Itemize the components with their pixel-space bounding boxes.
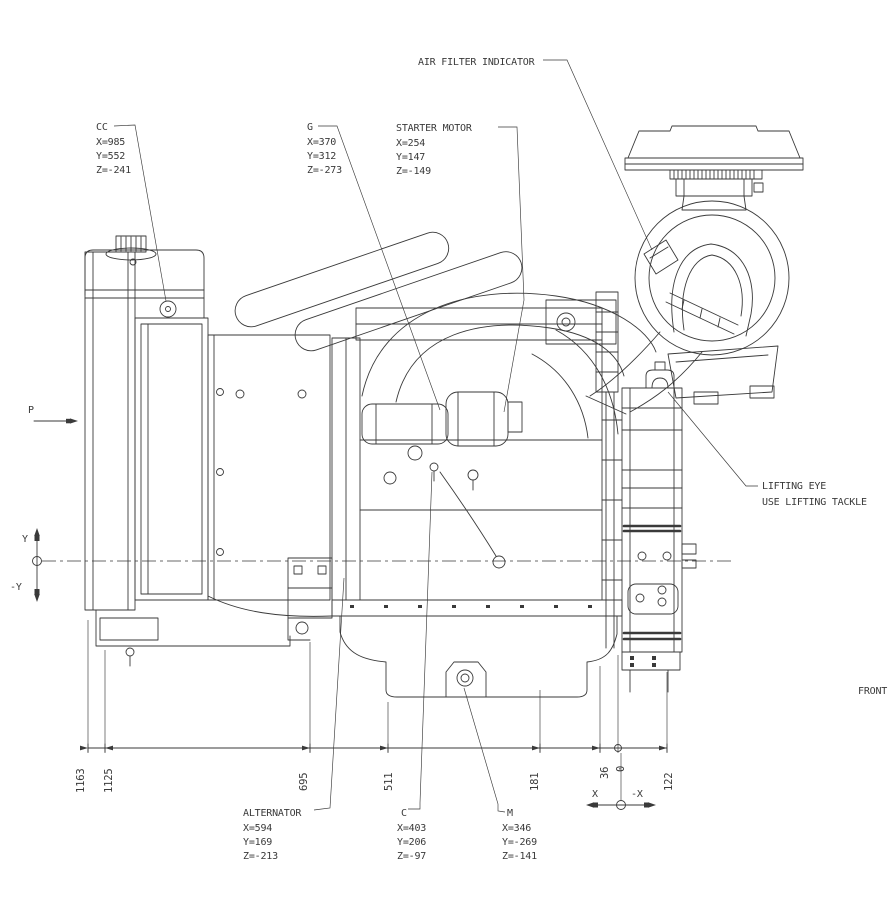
radiator-drawing [84, 235, 333, 667]
dim-36: 36 [599, 767, 611, 779]
dimension-system: 1163 1125 695 511 181 36 0 122 [75, 620, 675, 793]
c-point-label: C [401, 808, 407, 819]
dim-1125: 1125 [103, 769, 115, 794]
starter-leader [498, 126, 525, 413]
oil-cooler [361, 403, 449, 445]
g-label: G [307, 122, 313, 133]
g-leader [318, 125, 441, 411]
cc-y: Y=552 [96, 151, 125, 162]
cc-label: CC [96, 122, 108, 133]
starter-motor-y: Y=147 [396, 152, 425, 163]
m-point-x: X=346 [502, 823, 531, 834]
dipstick [439, 471, 497, 557]
c-point-z: Z=-97 [397, 851, 426, 862]
dim-511: 511 [383, 773, 395, 791]
alternator-leader [313, 577, 345, 811]
c-point-x: X=403 [397, 823, 426, 834]
y-axis-marker: Y -Y [10, 528, 42, 602]
c-point-y: Y=206 [397, 837, 426, 848]
y-negative-label: -Y [10, 582, 22, 593]
dim-181: 181 [529, 773, 541, 791]
rain-cap [627, 125, 801, 159]
air-filter-leader [543, 59, 653, 251]
oil-pan-drawing [331, 599, 623, 698]
g-x: X=370 [307, 137, 336, 148]
turbo-hoses-drawing [361, 291, 657, 439]
alternator-z: Z=-213 [243, 851, 278, 862]
m-point-y: Y=-269 [502, 837, 537, 848]
drain-boss [445, 661, 487, 698]
alternator-x: X=594 [243, 823, 272, 834]
m-leader [463, 687, 506, 813]
g-y: Y=312 [307, 151, 336, 162]
c-leader [408, 471, 433, 810]
cc-z: Z=-241 [96, 165, 131, 176]
cc-target-port [159, 300, 177, 318]
engine-block-drawing [234, 231, 603, 641]
lifting-eye-label-1: LIFTING EYE [762, 481, 826, 492]
dim-695: 695 [298, 773, 310, 791]
g-z: Z=-273 [307, 165, 342, 176]
lifting-eye-label-2: USE LIFTING TACKLE [762, 497, 867, 508]
cc-leader [113, 124, 167, 302]
dim-122: 122 [663, 773, 675, 791]
x-negative-label: -X [631, 789, 643, 800]
front-label: FRONT [858, 686, 887, 697]
alternator-y: Y=169 [243, 837, 272, 848]
lower-hose [207, 595, 333, 617]
exhaust-pipe-1 [234, 231, 450, 328]
alternator-label: ALTERNATOR [243, 808, 302, 819]
x-positive-label: X [592, 789, 598, 800]
m-point-label: M [507, 808, 513, 819]
y-positive-label: Y [22, 534, 28, 545]
callout-texts: AIR FILTER INDICATOR CC X=985 Y=552 Z=-2… [96, 57, 887, 862]
air-filter-canister [634, 200, 790, 356]
indicator-port [643, 239, 679, 275]
m-target-drain-plug [456, 669, 474, 687]
p-direction-marker: P [28, 405, 78, 424]
fan-shroud [207, 334, 331, 601]
c-target-port [429, 462, 439, 472]
air-filter-indicator-label: AIR FILTER INDICATOR [418, 57, 536, 68]
leader-lines [113, 59, 758, 813]
flywheel-housing-drawing [601, 361, 697, 693]
exhaust-pipe-2 [294, 251, 523, 352]
x-axis-marker: X -X [586, 753, 656, 810]
starter-motor-label: STARTER MOTOR [396, 123, 473, 134]
starter-motor-body [445, 391, 509, 447]
starter-motor-x: X=254 [396, 138, 425, 149]
dim-1163: 1163 [75, 769, 87, 794]
m-point-z: Z=-141 [502, 851, 537, 862]
air-filter-assembly-drawing [585, 125, 804, 415]
p-label: P [28, 405, 34, 416]
starter-motor-z: Z=-149 [396, 166, 431, 177]
cc-x: X=985 [96, 137, 125, 148]
turbocharger [545, 299, 617, 345]
lifting-eye-leader [667, 391, 758, 487]
